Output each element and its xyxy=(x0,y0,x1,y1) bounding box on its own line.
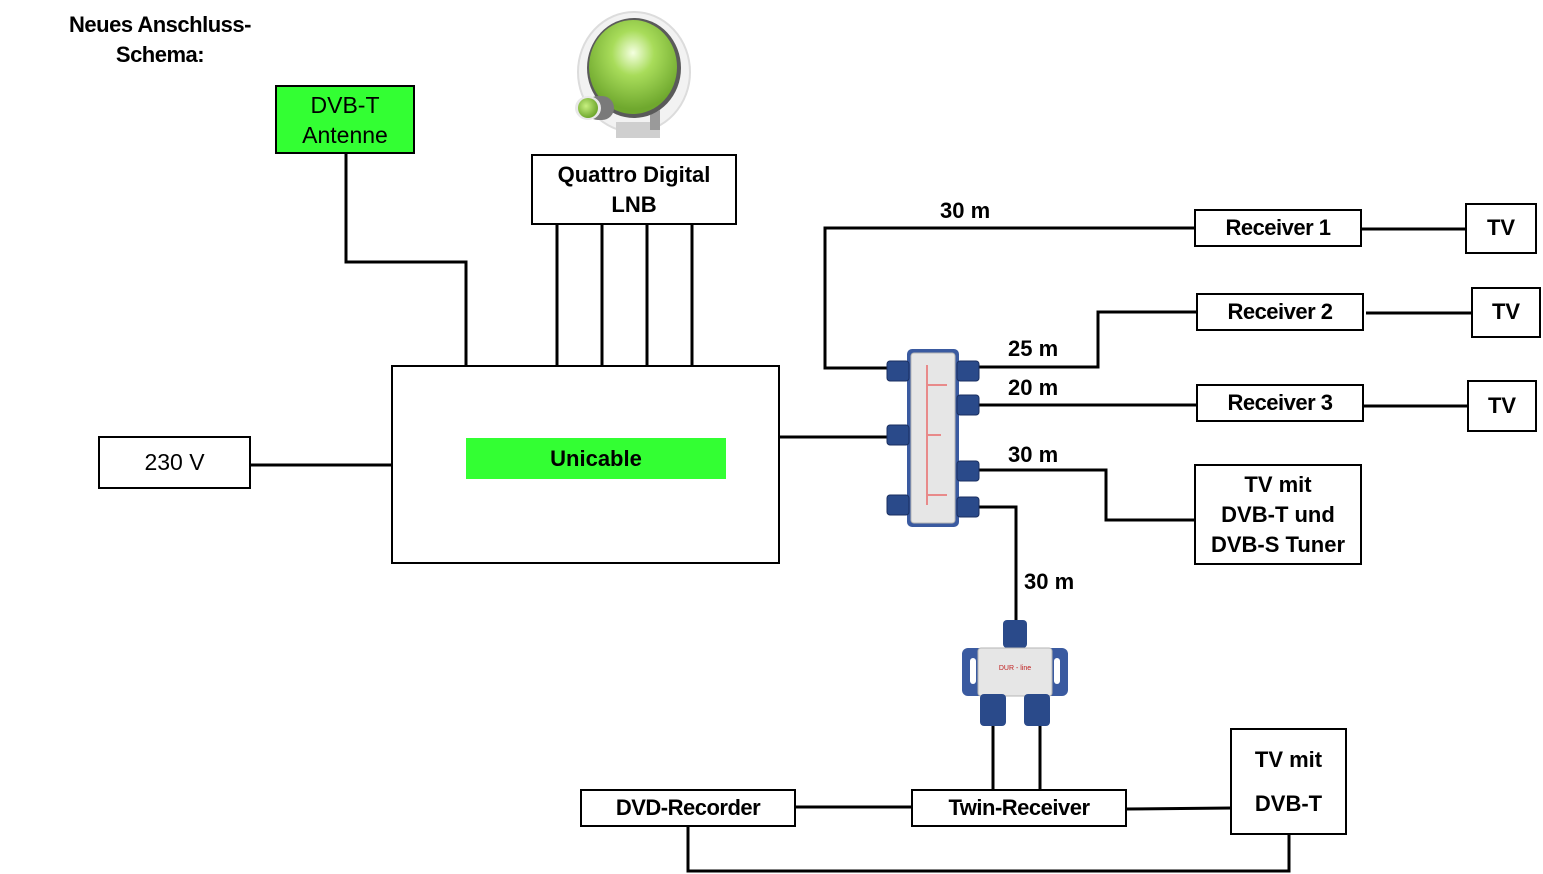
tv-dvbt-dvbs-box: TV mit DVB-T und DVB-S Tuner xyxy=(1194,464,1362,565)
satellite-dish-icon xyxy=(575,11,691,138)
wire-tv-tuner xyxy=(975,468,1195,522)
tv1-label: TV xyxy=(1486,215,1516,241)
wire-dvd-tv-loop xyxy=(686,825,1291,873)
twin-receiver-label: Twin-Receiver xyxy=(948,794,1090,820)
receiver1-label: Receiver 1 xyxy=(1225,214,1331,240)
receiver1-box: Receiver 1 xyxy=(1194,209,1362,247)
twin-receiver-box: Twin-Receiver xyxy=(911,789,1127,827)
tv1-box: TV xyxy=(1465,203,1537,254)
length-small-splitter: 30 m xyxy=(1024,569,1075,594)
dvbt-antenna-box: DVB-T Antenne xyxy=(275,85,415,154)
8-way-splitter-icon xyxy=(886,349,980,527)
receiver3-box: Receiver 3 xyxy=(1196,384,1364,422)
receiver2-box: Receiver 2 xyxy=(1196,293,1364,331)
wire-twin-tv xyxy=(1125,806,1233,811)
dvd-recorder-box: DVD-Recorder xyxy=(580,789,796,827)
tv2-box: TV xyxy=(1471,287,1541,338)
dvbt-antenna-line2: Antenne xyxy=(302,121,388,148)
length-receiver1: 30 m xyxy=(940,198,991,223)
lnb-box: Quattro Digital LNB xyxy=(531,154,737,225)
length-receiver3: 20 m xyxy=(1008,375,1059,400)
dvbt-antenna-line1: DVB-T xyxy=(310,91,380,118)
tv-dvbt-dvbs-line1: TV mit xyxy=(1244,471,1312,497)
receiver3-label: Receiver 3 xyxy=(1227,389,1333,415)
title-line1: Neues Anschluss- xyxy=(69,12,251,37)
diagram-title: Neues Anschluss- Schema: xyxy=(40,10,280,70)
wire-receiver1 xyxy=(823,226,1195,370)
tv-dvbt-dvbs-line3: DVB-S Tuner xyxy=(1210,531,1346,557)
lnb-line2: LNB xyxy=(611,191,657,217)
receiver2-label: Receiver 2 xyxy=(1227,298,1333,324)
tv-dvbt-box: TV mit DVB-T xyxy=(1230,728,1347,835)
title-line2: Schema: xyxy=(115,42,205,67)
length-tv-tuner: 30 m xyxy=(1008,442,1059,467)
tv-dvbt-line2: DVB-T xyxy=(1254,790,1323,816)
unicable-label: Unicable xyxy=(466,438,726,479)
power-box: 230 V xyxy=(98,436,251,489)
tv-dvbt-line1: TV mit xyxy=(1254,746,1323,772)
wire-small-splitter xyxy=(975,505,1018,625)
tv3-box: TV xyxy=(1467,380,1537,432)
dvd-recorder-label: DVD-Recorder xyxy=(615,794,761,820)
lnb-line1: Quattro Digital xyxy=(557,161,711,187)
tv3-label: TV xyxy=(1487,392,1517,418)
2-way-splitter-icon: DUR - line xyxy=(962,620,1068,726)
wire-antenna-unicable xyxy=(344,153,468,366)
svg-text:DUR - line: DUR - line xyxy=(999,665,1031,672)
length-receiver2: 25 m xyxy=(1008,336,1059,361)
tv2-label: TV xyxy=(1491,299,1521,325)
wire-receiver2 xyxy=(975,310,1197,369)
tv-dvbt-dvbs-line2: DVB-T und xyxy=(1221,501,1335,527)
power-label: 230 V xyxy=(144,448,205,475)
